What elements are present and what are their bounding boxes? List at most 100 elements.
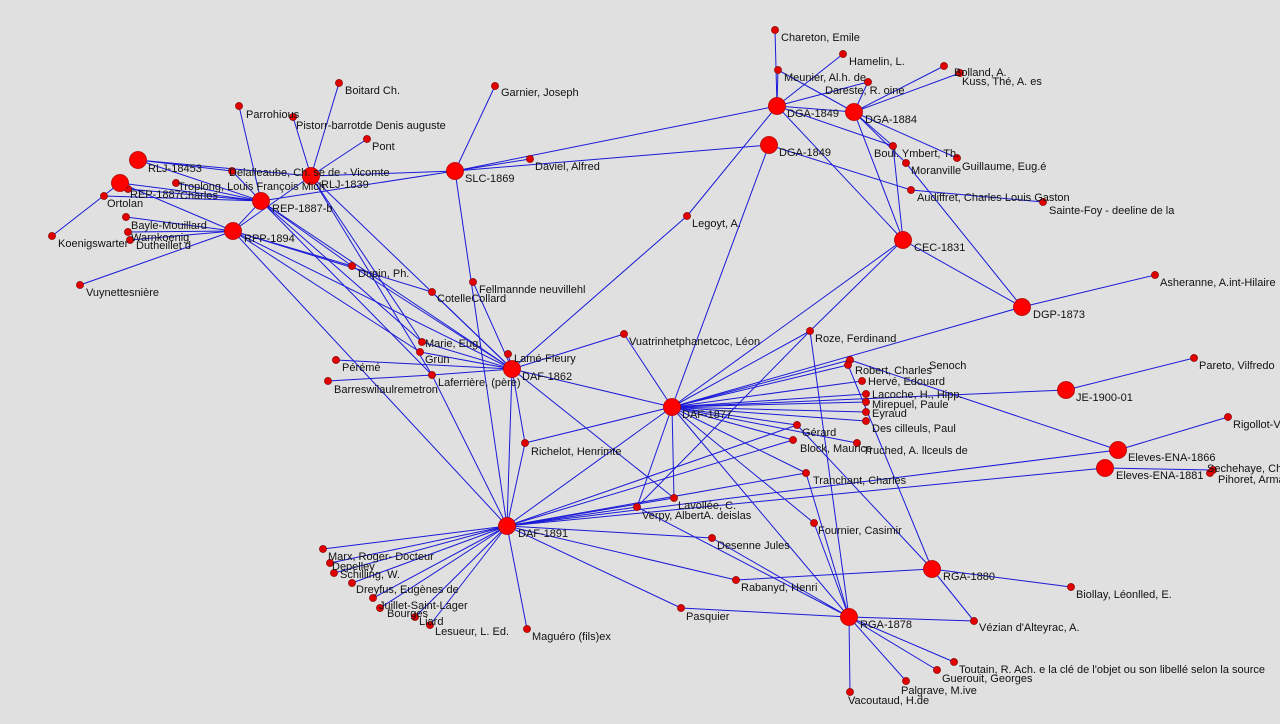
node-tranchant[interactable] (802, 469, 810, 477)
node-chareton[interactable] (771, 26, 779, 34)
node-perime[interactable] (332, 356, 340, 364)
node-schilling[interactable] (330, 569, 338, 577)
node-parrohious[interactable] (235, 102, 243, 110)
node-richelot[interactable] (521, 439, 529, 447)
node-desenne[interactable] (708, 534, 716, 542)
node-garnier[interactable] (491, 82, 499, 90)
hub-label-rlj1839: RLJ-1839 (321, 179, 369, 191)
node-vuatrin[interactable] (620, 330, 628, 338)
node-fellmann[interactable] (469, 278, 477, 286)
node-kuss[interactable] (956, 69, 964, 77)
node-grun[interactable] (416, 348, 424, 356)
node-meunier[interactable] (774, 66, 782, 74)
hub-node-dga1849b[interactable] (760, 136, 778, 154)
node-koenigswarter[interactable] (48, 232, 56, 240)
node-herve[interactable] (858, 377, 866, 385)
node-marie[interactable] (418, 338, 426, 346)
node-vacoutaud[interactable] (846, 688, 854, 696)
node-liard[interactable] (411, 613, 419, 621)
node-palgrave[interactable] (902, 677, 910, 685)
node-verpy[interactable] (633, 503, 641, 511)
node-gerard[interactable] (793, 421, 801, 429)
hub-node-rga1880[interactable] (923, 560, 941, 578)
hub-node-rlj18453[interactable] (129, 151, 147, 169)
hub-node-ena1866[interactable] (1109, 441, 1127, 459)
node-fournier[interactable] (810, 519, 818, 527)
hub-node-dga1849a[interactable] (768, 97, 786, 115)
hub-node-rga1878[interactable] (840, 608, 858, 626)
hub-node-ena1881[interactable] (1096, 459, 1114, 477)
node-barreswil[interactable] (324, 377, 332, 385)
hub-node-daf1891[interactable] (498, 517, 516, 535)
node-ortolan[interactable] (100, 192, 108, 200)
node-rigollot[interactable] (1224, 413, 1232, 421)
node-hamelin[interactable] (839, 50, 847, 58)
node-vezian[interactable] (970, 617, 978, 625)
node-label-biollay: Biollay, Léonlled, E. (1076, 589, 1172, 601)
node-truched[interactable] (853, 439, 861, 447)
hub-label-dgp1873: DGP-1873 (1033, 309, 1085, 321)
node-boulymbert[interactable] (889, 142, 897, 150)
edge-vuatrin-daf1877 (623, 333, 673, 408)
hub-node-daf1877[interactable] (663, 398, 681, 416)
node-dareste[interactable] (864, 78, 872, 86)
node-pihoret[interactable] (1206, 469, 1214, 477)
node-lavollee[interactable] (670, 494, 678, 502)
node-pistorr[interactable] (289, 113, 297, 121)
node-lesueur[interactable] (426, 621, 434, 629)
hub-node-cec1831[interactable] (894, 231, 912, 249)
node-dutheillet[interactable] (126, 236, 134, 244)
node-toutain[interactable] (950, 658, 958, 666)
node-guillaume[interactable] (953, 154, 961, 162)
node-vuynettes[interactable] (76, 281, 84, 289)
edge-daf1877-robert (671, 364, 849, 408)
node-legoyt[interactable] (683, 212, 691, 220)
node-eyraud[interactable] (862, 408, 870, 416)
node-boitard[interactable] (335, 79, 343, 87)
node-dupin[interactable] (348, 262, 356, 270)
node-moranville[interactable] (902, 159, 910, 167)
node-audiffret[interactable] (907, 186, 915, 194)
node-maguero[interactable] (523, 625, 531, 633)
node-dreyfus[interactable] (348, 579, 356, 587)
node-bolland[interactable] (940, 62, 948, 70)
node-delalleau[interactable] (228, 167, 236, 175)
node-pareto[interactable] (1190, 354, 1198, 362)
node-juillet[interactable] (369, 594, 377, 602)
edge-dga1849a-boulymbert (776, 105, 894, 147)
node-block[interactable] (789, 436, 797, 444)
node-daviel[interactable] (526, 155, 534, 163)
node-pasquier[interactable] (677, 604, 685, 612)
node-laferriere[interactable] (428, 371, 436, 379)
node-saintefoy[interactable] (1039, 198, 1047, 206)
node-robert[interactable] (844, 361, 852, 369)
node-roze[interactable] (806, 327, 814, 335)
node-rabanyd[interactable] (732, 576, 740, 584)
node-label-chareton: Chareton, Emile (781, 32, 860, 44)
node-troplong[interactable] (172, 179, 180, 187)
hub-node-je1900[interactable] (1057, 381, 1075, 399)
node-descilleuls[interactable] (862, 417, 870, 425)
hub-node-rep1887b[interactable] (252, 192, 270, 210)
hub-node-slc1869[interactable] (446, 162, 464, 180)
hub-node-rep1887a[interactable] (111, 174, 129, 192)
hub-node-rlj1839[interactable] (302, 167, 320, 185)
node-mirepuel[interactable] (862, 398, 870, 406)
hub-node-dgp1873[interactable] (1013, 298, 1031, 316)
node-bayle[interactable] (122, 213, 130, 221)
node-bourges[interactable] (376, 604, 384, 612)
node-cotelle[interactable] (428, 288, 436, 296)
node-biollay[interactable] (1067, 583, 1075, 591)
hub-node-rpp1894[interactable] (224, 222, 242, 240)
node-pont[interactable] (363, 135, 371, 143)
node-warnkoenig[interactable] (124, 228, 132, 236)
node-asheranne[interactable] (1151, 271, 1159, 279)
hub-node-dga1884[interactable] (845, 103, 863, 121)
node-guerouit[interactable] (933, 666, 941, 674)
node-depelley[interactable] (326, 559, 334, 567)
hub-node-daf1862[interactable] (503, 360, 521, 378)
node-marx[interactable] (319, 545, 327, 553)
node-lacoche[interactable] (862, 390, 870, 398)
hub-label-dga1849b: DGA-1849 (779, 147, 831, 159)
node-lameflery[interactable] (504, 350, 512, 358)
